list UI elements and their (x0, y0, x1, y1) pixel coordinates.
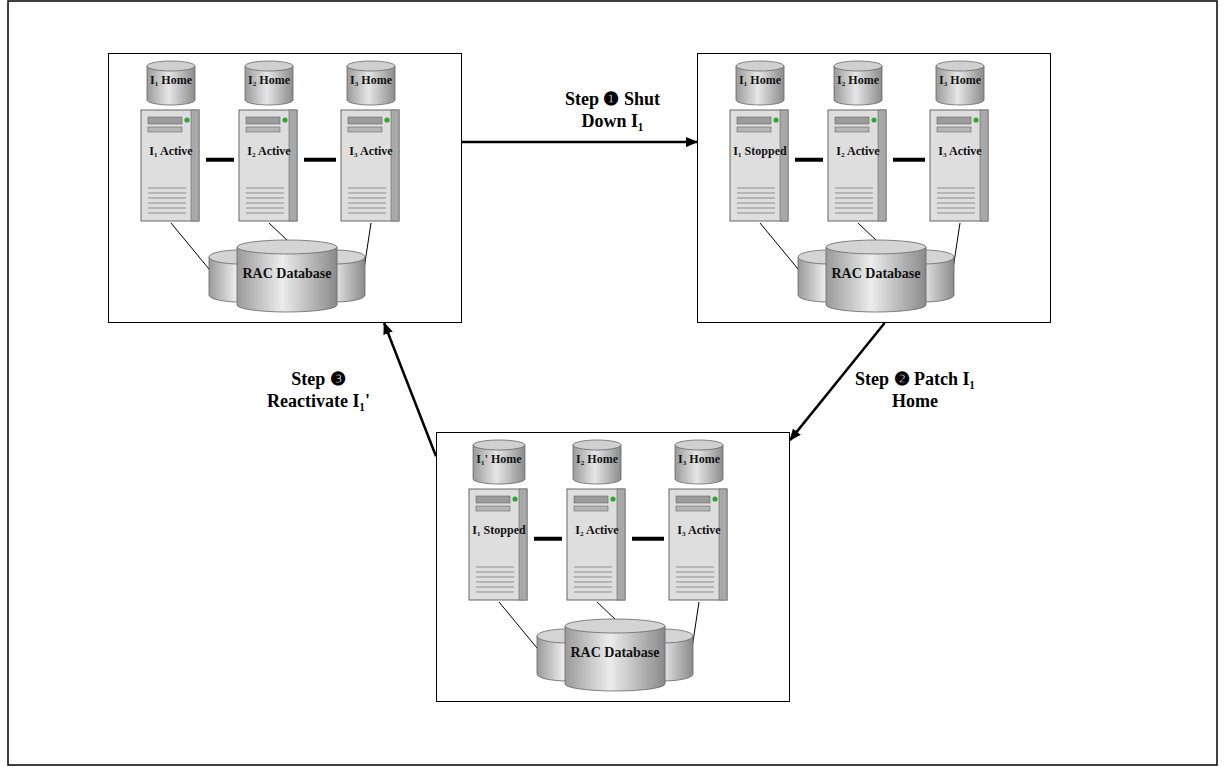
storage-link (171, 223, 210, 270)
interconnect-line (206, 158, 234, 162)
server-shape (234, 108, 304, 223)
home-label: I₃ Home (674, 439, 724, 466)
server-label: I₂ Active (562, 487, 632, 537)
oracle-home-cylinder: I₃ Home (674, 439, 724, 485)
server-label: I₂ Active (823, 108, 893, 158)
cluster-panel: I₁ Home I₂ Home I₃ Home I₁ Stopped I₂ Active… (697, 53, 1051, 323)
home-label: I₁ Home (735, 60, 785, 87)
step-label: Step ❸ Reactivate I₁' (261, 368, 376, 412)
oracle-home-cylinder: I₂ Home (833, 60, 883, 106)
oracle-home-cylinder: I₁ Home (146, 60, 196, 106)
step-arrow (462, 141, 697, 144)
server-shape (725, 108, 795, 223)
interconnect-line (893, 158, 925, 162)
server-node: I₂ Active (823, 108, 893, 223)
figure-border (8, 1, 1217, 765)
server-node: I₃ Active (336, 108, 406, 223)
home-label: I₃ Home (346, 60, 396, 87)
db-label: RAC Database (796, 236, 956, 281)
home-label: I₂ Home (572, 439, 622, 466)
oracle-home-cylinder: I₁ Home (735, 60, 785, 106)
step-label: Step ❷ Patch I₁ Home (853, 368, 977, 412)
server-label: I₁ Active (136, 108, 206, 158)
server-node: I₁ Stopped (725, 108, 795, 223)
database-cylinder: RAC Database (796, 236, 956, 318)
server-label: I₁ Stopped (464, 487, 534, 537)
cluster-panel: I₁ Home I₂ Home I₃ Home I₁ Active I₂ Active I… (108, 53, 462, 323)
server-shape (664, 487, 734, 602)
server-label: I₃ Active (336, 108, 406, 158)
server-node: I₁ Active (136, 108, 206, 223)
home-label: I₁' Home (472, 439, 526, 466)
database-cylinder: RAC Database (535, 615, 695, 697)
storage-link (760, 223, 799, 270)
oracle-home-cylinder: I₃ Home (935, 60, 985, 106)
db-label: RAC Database (207, 236, 367, 281)
server-shape (464, 487, 534, 602)
interconnect-line (795, 158, 823, 162)
interconnect-line (304, 158, 336, 162)
oracle-home-cylinder: I₂ Home (572, 439, 622, 485)
home-label: I₂ Home (833, 60, 883, 87)
oracle-home-cylinder: I₁' Home (472, 439, 526, 485)
server-node: I₃ Active (664, 487, 734, 602)
storage-link (597, 602, 615, 619)
server-node: I₂ Active (562, 487, 632, 602)
home-label: I₃ Home (935, 60, 985, 87)
step-arrow (384, 323, 436, 456)
server-label: I₂ Active (234, 108, 304, 158)
server-shape (136, 108, 206, 223)
server-node: I₃ Active (925, 108, 995, 223)
server-node: I₁ Stopped (464, 487, 534, 602)
storage-link (499, 602, 538, 649)
server-shape (336, 108, 406, 223)
step-label: Step ❶ Shut Down I₁ (555, 88, 670, 132)
server-shape (562, 487, 632, 602)
storage-link (858, 223, 876, 240)
db-label: RAC Database (535, 615, 695, 660)
storage-link (269, 223, 287, 240)
server-shape (925, 108, 995, 223)
server-shape (823, 108, 893, 223)
oracle-home-cylinder: I₃ Home (346, 60, 396, 106)
home-label: I₂ Home (244, 60, 294, 87)
server-label: I₃ Active (664, 487, 734, 537)
interconnect-line (534, 537, 562, 541)
interconnect-line (632, 537, 664, 541)
home-label: I₁ Home (146, 60, 196, 87)
cluster-panel: I₁' Home I₂ Home I₃ Home I₁ Stopped I₂ Activ… (436, 432, 790, 702)
server-node: I₂ Active (234, 108, 304, 223)
oracle-home-cylinder: I₂ Home (244, 60, 294, 106)
server-label: I₃ Active (925, 108, 995, 158)
database-cylinder: RAC Database (207, 236, 367, 318)
server-label: I₁ Stopped (725, 108, 795, 158)
